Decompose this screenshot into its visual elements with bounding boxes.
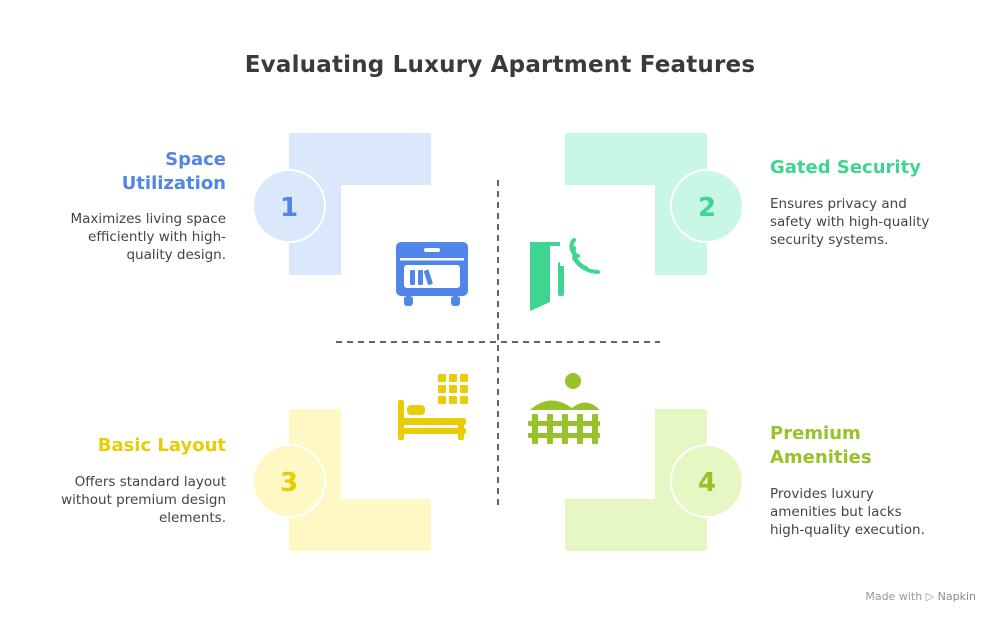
secure-door-icon: [530, 238, 600, 311]
quadrant-1-heading: Space Utilization: [121, 149, 226, 194]
quadrant-3-badge: 3: [252, 444, 326, 518]
quadrant-2-badge: 2: [670, 169, 744, 243]
quadrant-3-description: Offers standard layout without premium d…: [61, 474, 226, 526]
quadrant-1-band: [289, 133, 431, 275]
footer-brand: Napkin: [937, 590, 976, 603]
quadrant-4-heading: Premium Amenities: [770, 423, 872, 468]
quadrant-2-band: [565, 133, 707, 275]
quadrant-1-badge: 1: [252, 169, 326, 243]
footer-prefix: Made with: [865, 590, 923, 603]
quadrant-4-band: [565, 409, 707, 551]
landscape-fence-icon: [528, 373, 600, 444]
bed-icon: [398, 374, 468, 440]
quadrant-3-heading: Basic Layout: [97, 435, 226, 456]
quadrant-1-number: 1: [280, 193, 298, 223]
quadrant-2-number: 2: [698, 193, 716, 223]
quadrant-2-description: Ensures privacy and safety with high-qua…: [770, 196, 930, 248]
quadrant-1-description: Maximizes living space efficiently with …: [70, 211, 226, 263]
napkin-logo-icon: ▷: [925, 590, 935, 603]
page-title: Evaluating Luxury Apartment Features: [244, 52, 756, 78]
quadrant-3-band: [289, 409, 431, 551]
quadrant-3-number: 3: [280, 468, 298, 498]
quadrant-4-description: Provides luxury amenities but lacks high…: [770, 486, 925, 538]
quadrant-2-heading: Gated Security: [770, 157, 921, 178]
made-with-footer[interactable]: Made with ▷ Napkin: [865, 590, 976, 603]
cabinet-icon: [396, 242, 468, 306]
quadrant-4-badge: 4: [670, 444, 744, 518]
quadrant-4-number: 4: [698, 468, 716, 498]
